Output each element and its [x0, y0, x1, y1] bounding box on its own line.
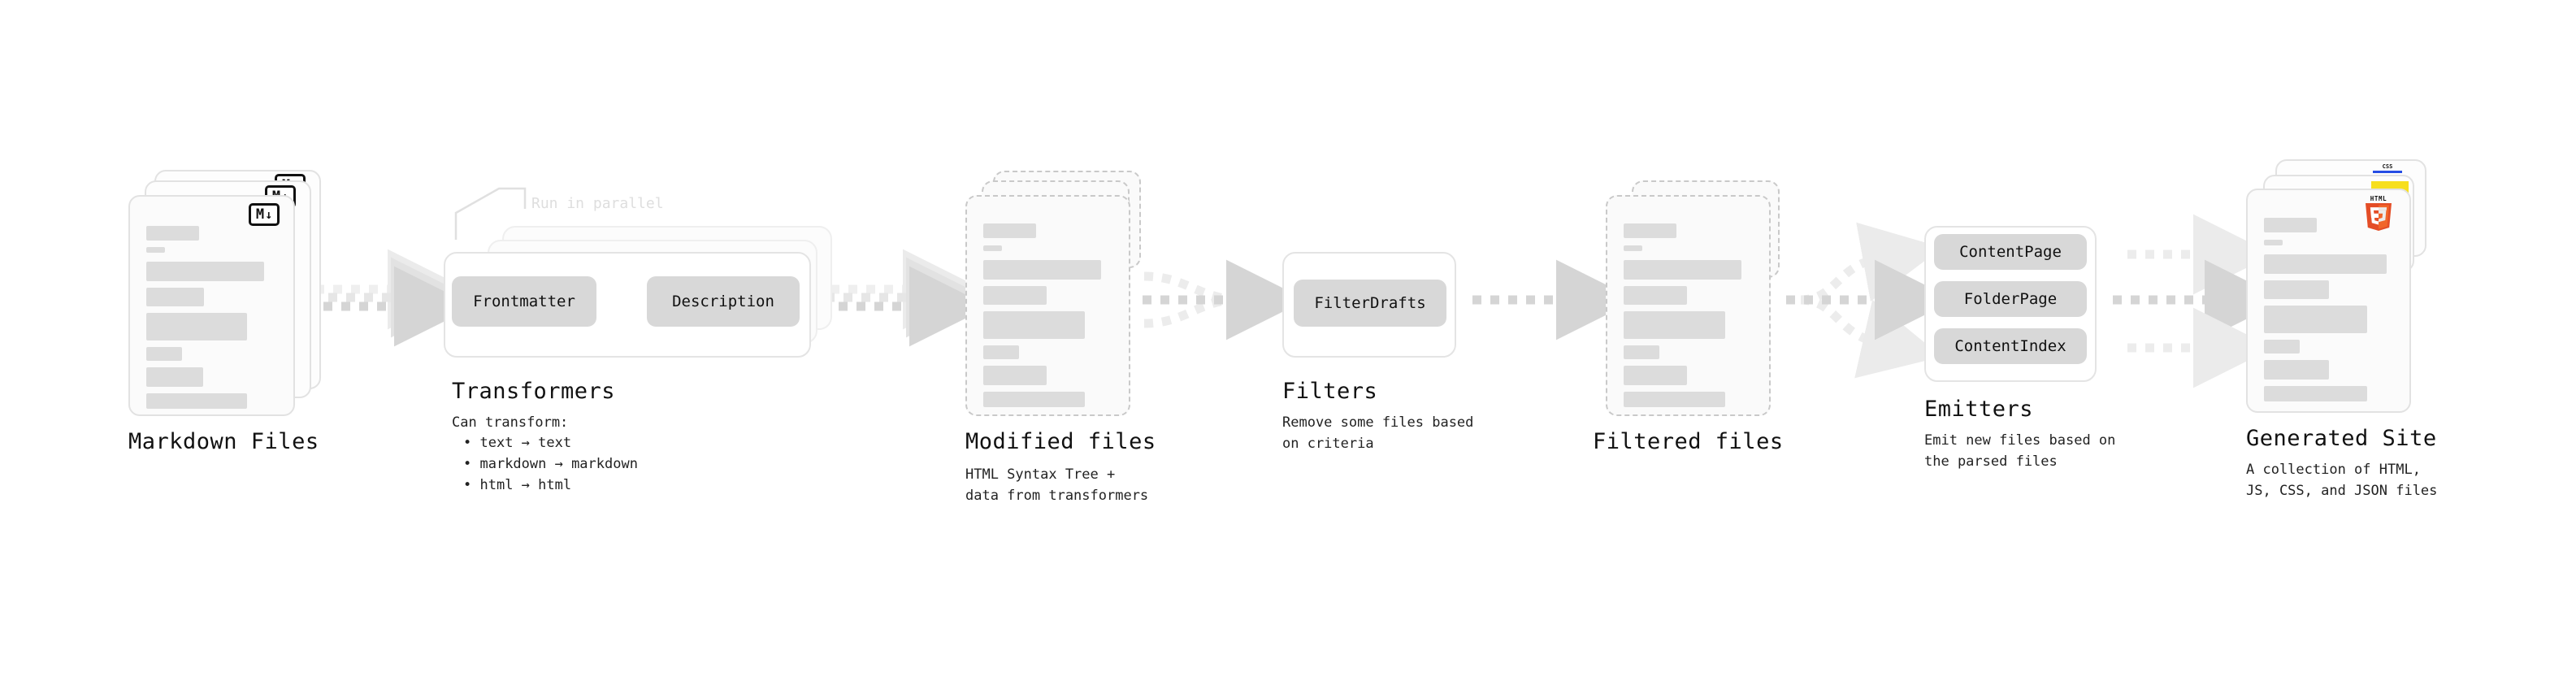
pill-label: FilterDrafts [1314, 294, 1426, 312]
markdown-badge-letter: M [255, 206, 265, 223]
markdown-badge-front: M ↓ [249, 203, 280, 226]
css-badge: CSS [2373, 164, 2402, 173]
pill-label: ContentPage [1959, 243, 2062, 261]
doc-bar [146, 347, 182, 361]
stage-title-transformers: Transformers [452, 379, 616, 404]
connector-filtered-to-emitters [1786, 222, 1955, 379]
doc-bar [146, 393, 247, 409]
emitter-pill-contentpage[interactable]: ContentPage [1934, 234, 2087, 270]
connector-emitters-to-site [2113, 214, 2285, 388]
modified-card-front [965, 195, 1130, 416]
connector-modified-to-filters [1143, 259, 1307, 340]
pill-label: Frontmatter [473, 293, 575, 310]
doc-bar [2264, 240, 2283, 245]
doc-bar [983, 366, 1047, 385]
transformers-bullet-2: • html → html [463, 477, 572, 493]
filtered-card-front [1606, 195, 1771, 416]
doc-bar [146, 262, 264, 281]
doc-bar [2264, 280, 2329, 299]
html5-badge: HTML [2363, 195, 2394, 231]
stage-title-markdown-files: Markdown Files [128, 429, 319, 454]
doc-bar [983, 345, 1019, 359]
pill-label: Description [672, 293, 774, 310]
html5-shield-icon [2366, 203, 2392, 231]
filters-description: Remove some files based on criteria [1282, 414, 1474, 452]
doc-bar [2264, 254, 2387, 274]
markdown-card-front [128, 195, 295, 416]
doc-bar [1624, 260, 1741, 280]
doc-bar [1624, 245, 1642, 251]
transformers-bullet-0: • text → text [463, 435, 572, 451]
doc-bar [983, 286, 1047, 305]
bullet-text: markdown → markdown [479, 456, 638, 472]
transformers-description: Can transform: [452, 414, 569, 431]
bullet-text: html → html [479, 477, 572, 493]
doc-bar [1624, 311, 1725, 339]
doc-bar [983, 245, 1002, 251]
doc-bar [146, 247, 165, 253]
bullet-text: text → text [479, 435, 572, 451]
generated-site-description: A collection of HTML, JS, CSS, and JSON … [2246, 462, 2438, 499]
doc-bar [983, 223, 1036, 238]
filter-pill-filterdrafts[interactable]: FilterDrafts [1294, 280, 1446, 327]
stage-title-filters: Filters [1282, 379, 1378, 404]
modified-files-description: HTML Syntax Tree + data from transformer… [965, 466, 1149, 504]
doc-bar [146, 226, 199, 241]
stage-title-filtered-files: Filtered files [1593, 429, 1784, 454]
css-badge-label: CSS [2382, 163, 2393, 170]
doc-bar [983, 260, 1101, 280]
doc-bar [1624, 286, 1687, 305]
doc-bar [1624, 366, 1687, 385]
doc-bar [146, 313, 247, 340]
doc-bar [2264, 386, 2367, 401]
doc-bar [2264, 306, 2367, 333]
doc-bar [1624, 392, 1725, 407]
emitter-pill-contentindex[interactable]: ContentIndex [1934, 328, 2087, 364]
doc-bar [1624, 223, 1676, 238]
doc-bar [2264, 340, 2300, 354]
pill-label: ContentIndex [1954, 337, 2066, 355]
stage-title-modified-files: Modified files [965, 429, 1156, 454]
html5-badge-label: HTML [2370, 195, 2387, 202]
stage-title-generated-site: Generated Site [2246, 426, 2437, 451]
stage-title-emitters: Emitters [1924, 397, 2034, 422]
connector-transformers-to-modified [821, 249, 990, 347]
doc-bar [1624, 345, 1659, 359]
transformer-pill-description[interactable]: Description [647, 276, 800, 327]
emitters-description: Emit new files based on the parsed files [1924, 432, 2116, 470]
markdown-badge-arrow: ↓ [265, 206, 273, 222]
doc-bar [2264, 218, 2317, 232]
transformers-bullet-1: • markdown → markdown [463, 456, 638, 472]
run-in-parallel-label: Run in parallel [531, 195, 664, 212]
doc-bar [2264, 360, 2329, 380]
emitter-pill-folderpage[interactable]: FolderPage [1934, 281, 2087, 317]
pill-label: FolderPage [1963, 290, 2058, 308]
transformer-pill-frontmatter[interactable]: Frontmatter [452, 276, 596, 327]
doc-bar [983, 392, 1085, 407]
doc-bar [146, 367, 203, 387]
doc-bar [983, 311, 1085, 339]
doc-bar [146, 288, 204, 306]
css-badge-underline [2373, 171, 2402, 173]
